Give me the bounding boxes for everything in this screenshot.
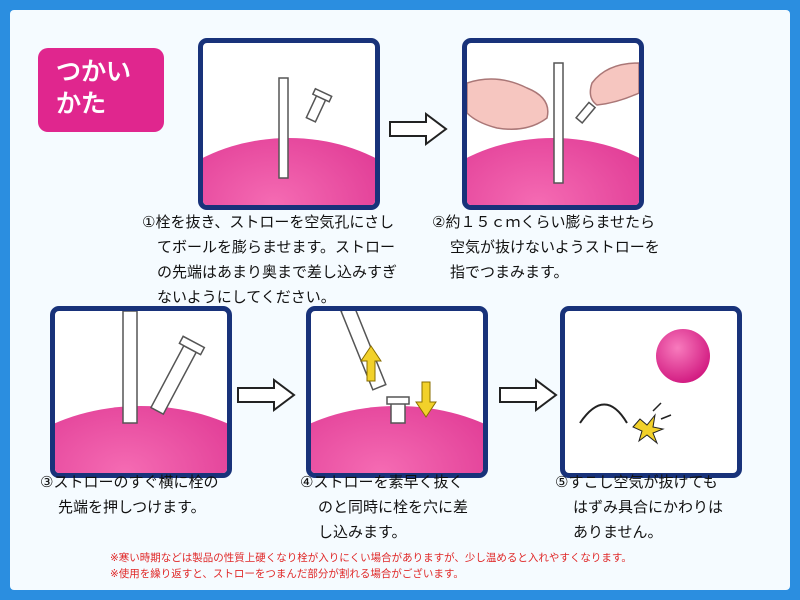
caution-note-1: ※寒い時期などは製品の性質上硬くなり栓が入りにくい場合がありますが、少し温めると… bbox=[110, 552, 632, 564]
step-1-illustration bbox=[198, 38, 380, 210]
arrow-right-icon bbox=[389, 112, 448, 146]
caution-note-2: ※使用を繰り返すと、ストローをつまんだ部分が割れる場合がございます。 bbox=[110, 568, 464, 580]
step-2-drawing bbox=[467, 62, 639, 205]
step-2-line-1: 約１５ｃｍくらい膨らませたら bbox=[445, 213, 656, 231]
instruction-sheet: つかい かた bbox=[10, 10, 790, 590]
step-4-drawing bbox=[311, 311, 483, 473]
step-2-line-3: 指でつまみます。 bbox=[450, 263, 569, 281]
arrow-right-icon bbox=[237, 378, 296, 412]
step-5-line-2: はずみ具合にかわりは bbox=[573, 498, 724, 516]
ball-shape bbox=[203, 138, 375, 205]
step-5-line-3: ありません。 bbox=[573, 523, 663, 541]
hand-shape bbox=[589, 62, 639, 106]
plug-shape bbox=[390, 402, 406, 424]
step-2-illustration bbox=[462, 38, 644, 210]
impact-lines bbox=[652, 402, 672, 420]
step-1-text: ①栓を抜き、ストローを空気孔にさし てボールを膨らませます。ストロー の先端はあ… bbox=[142, 210, 397, 310]
arrow-right-icon bbox=[499, 378, 558, 412]
title-line-2: かた bbox=[56, 89, 107, 118]
step-3-number: ③ bbox=[40, 473, 54, 491]
step-2-line-2: 空気が抜けないようストローを bbox=[450, 238, 660, 256]
step-3-line-2: 先端を押しつけます。 bbox=[58, 498, 206, 516]
ball-shape bbox=[656, 329, 710, 383]
plug-cap-shape bbox=[386, 396, 410, 405]
step-5-line-1: すこし空気が抜けても bbox=[568, 473, 718, 491]
step-4-text: ④ストローを素早く抜く のと同時に栓を穴に差 し込みます。 bbox=[300, 470, 468, 545]
step-3-line-1: ストローのすぐ横に栓の bbox=[53, 473, 219, 491]
step-1-line-3: の先端はあまり奥まで差し込みすぎ bbox=[157, 263, 398, 281]
arrow-down-icon bbox=[415, 381, 437, 418]
straw-shape bbox=[122, 311, 138, 424]
arrow-up-icon bbox=[360, 345, 382, 382]
plug-shape bbox=[149, 335, 206, 416]
plug-shape bbox=[575, 101, 597, 124]
step-1-line-1: 栓を抜き、ストローを空気孔にさし bbox=[155, 213, 395, 231]
straw-shape bbox=[553, 62, 564, 184]
step-4-line-2: のと同時に栓を穴に差 bbox=[318, 498, 469, 516]
step-5-illustration bbox=[560, 306, 742, 478]
step-4-line-1: ストローを素早く抜く bbox=[313, 473, 464, 491]
plug-shape bbox=[305, 87, 333, 123]
step-4-number: ④ bbox=[300, 473, 314, 491]
step-5-drawing bbox=[579, 329, 710, 445]
fingers-shape bbox=[467, 78, 549, 130]
ball-shape bbox=[55, 406, 227, 473]
ball-shape bbox=[311, 406, 483, 473]
straw-shape bbox=[340, 311, 387, 391]
bounce-line bbox=[579, 403, 628, 424]
title-line-1: つかい bbox=[56, 57, 132, 86]
title-badge: つかい かた bbox=[38, 48, 164, 132]
step-1-drawing bbox=[203, 77, 375, 205]
step-1-line-4: ないようにしてください。 bbox=[157, 288, 336, 306]
step-3-text: ③ストローのすぐ横に栓の 先端を押しつけます。 bbox=[40, 470, 218, 520]
step-2-number: ② bbox=[432, 213, 446, 231]
caution-notes: ※寒い時期などは製品の性質上硬くなり栓が入りにくい場合がありますが、少し温めると… bbox=[110, 550, 632, 582]
step-3-illustration bbox=[50, 306, 232, 478]
burst-icon bbox=[632, 413, 665, 445]
step-5-number: ⑤ bbox=[555, 473, 569, 491]
step-1-number: ① bbox=[142, 213, 156, 231]
step-1-line-2: てボールを膨らませます。ストロー bbox=[157, 238, 396, 256]
ball-shape bbox=[467, 138, 639, 205]
step-2-text: ②約１５ｃｍくらい膨らませたら 空気が抜けないようストローを 指でつまみます。 bbox=[432, 210, 660, 285]
step-4-illustration bbox=[306, 306, 488, 478]
step-4-line-3: し込みます。 bbox=[318, 523, 407, 541]
straw-shape bbox=[278, 77, 289, 179]
step-5-text: ⑤すこし空気が抜けても はずみ具合にかわりは ありません。 bbox=[555, 470, 723, 545]
step-3-drawing bbox=[55, 311, 227, 473]
